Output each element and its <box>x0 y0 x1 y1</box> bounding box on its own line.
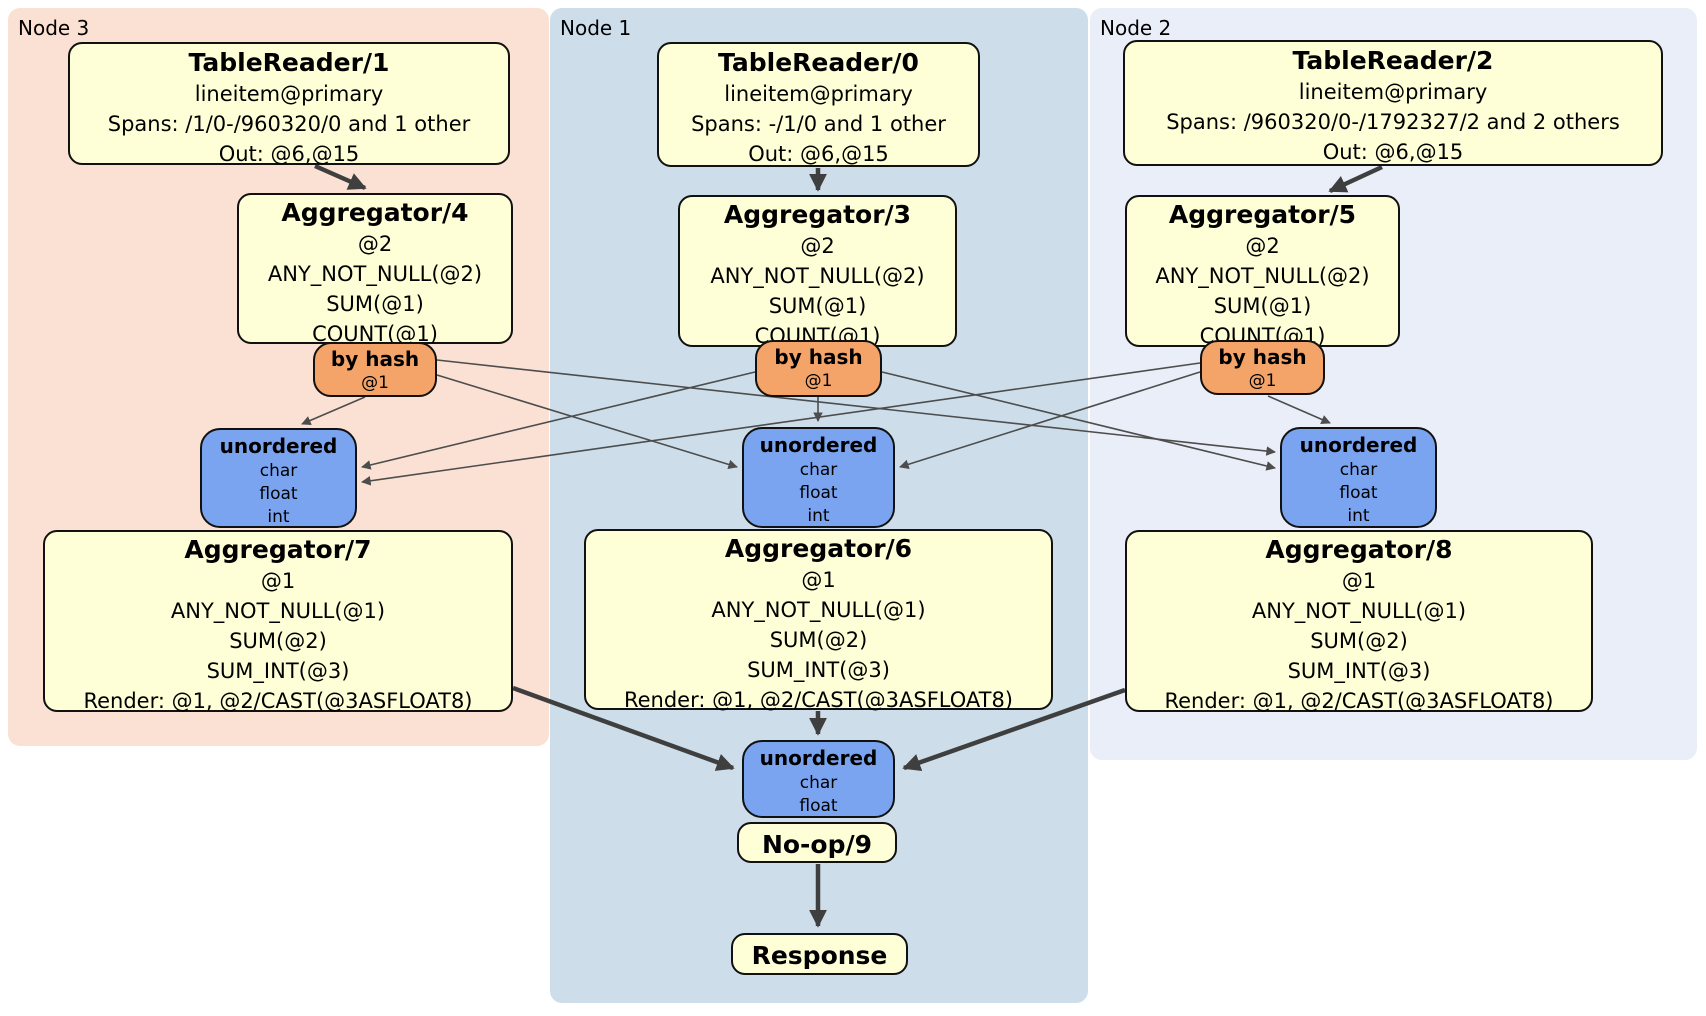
sync-title: unordered <box>219 434 338 458</box>
box-line: SUM_INT(@3) <box>747 658 890 682</box>
box-line: lineitem@primary <box>1298 80 1488 104</box>
sync-line: float <box>799 796 838 816</box>
box-line: lineitem@primary <box>194 82 384 106</box>
box-title: TableReader/1 <box>188 48 390 77</box>
response-node: Response <box>731 933 908 975</box>
sync-line: float <box>1339 483 1378 503</box>
box-line: ANY_NOT_NULL(@1) <box>170 599 386 623</box>
edge-byhash3-unordered3 <box>301 396 366 426</box>
box-line: SUM(@2) <box>229 629 327 653</box>
box-line: Out: @6,@15 <box>218 142 360 166</box>
box-line: Out: @6,@15 <box>1322 140 1464 164</box>
edge-byhash1-unordered2 <box>881 371 1276 471</box>
unordered-sync-final: unordered char float <box>742 740 895 818</box>
edge-byhash2-unordered3 <box>361 362 1201 486</box>
tablereader-1-node: TableReader/1 lineitem@primary Spans: /1… <box>68 42 510 166</box>
box-line: lineitem@primary <box>724 82 913 106</box>
box-line: @1 <box>260 569 296 593</box>
edge-byhash2-unordered1 <box>899 371 1201 469</box>
router-detail: @1 <box>804 371 833 391</box>
box-title: Aggregator/4 <box>281 198 469 227</box>
sync-line: float <box>259 484 298 504</box>
box-title: Response <box>751 941 888 970</box>
node1-label: Node 1 <box>560 16 632 40</box>
box-line: SUM_INT(@3) <box>1287 659 1431 683</box>
box-line: ANY_NOT_NULL(@1) <box>1251 599 1467 623</box>
box-line: ANY_NOT_NULL(@2) <box>267 262 483 286</box>
box-title: Aggregator/7 <box>184 535 372 564</box>
sync-line: int <box>807 506 830 526</box>
edge-byhash3-unordered2 <box>436 359 1276 456</box>
box-title: Aggregator/5 <box>1168 200 1357 229</box>
node3-label: Node 3 <box>18 16 90 40</box>
byhash-router-node2: by hash @1 <box>1200 340 1325 395</box>
sync-line: int <box>267 507 290 527</box>
edge-aggregator8-unordered-final <box>902 687 1126 772</box>
box-line: Spans: -/1/0 and 1 other <box>691 112 946 136</box>
byhash-router-node1: by hash @1 <box>755 340 882 397</box>
edge-tablereader2-aggregator5 <box>1328 164 1383 194</box>
unordered-sync-node1: unordered char float int <box>742 427 895 528</box>
box-line: ANY_NOT_NULL(@2) <box>710 264 925 288</box>
node2-label: Node 2 <box>1100 16 1172 40</box>
box-title: TableReader/2 <box>1292 46 1494 75</box>
edge-byhash2-unordered2 <box>1267 395 1331 424</box>
box-line: Spans: /1/0-/960320/0 and 1 other <box>107 112 471 136</box>
box-line: SUM(@1) <box>768 294 867 318</box>
sync-line: float <box>799 483 838 503</box>
box-line: @1 <box>1341 569 1377 593</box>
box-title: Aggregator/8 <box>1265 535 1453 564</box>
aggregator-7-node: Aggregator/7 @1 ANY_NOT_NULL(@1) SUM(@2)… <box>43 530 513 713</box>
router-title: by hash <box>1218 345 1307 369</box>
box-title: TableReader/0 <box>718 48 919 77</box>
aggregator-6-node: Aggregator/6 @1 ANY_NOT_NULL(@1) SUM(@2)… <box>584 529 1053 712</box>
box-title: No-op/9 <box>761 830 873 859</box>
box-line: Render: @1, @2/CAST(@3ASFLOAT8) <box>1164 689 1554 713</box>
sync-line: char <box>259 461 298 481</box>
byhash-router-node3: by hash @1 <box>313 342 437 397</box>
aggregator-3-node: Aggregator/3 @2 ANY_NOT_NULL(@2) SUM(@1)… <box>678 195 957 348</box>
box-line: @2 <box>357 232 393 256</box>
box-title: Aggregator/6 <box>724 534 913 563</box>
edge-byhash3-unordered1 <box>436 374 738 470</box>
router-detail: @1 <box>361 373 389 393</box>
noop-node: No-op/9 <box>737 822 897 863</box>
aggregator-4-node: Aggregator/4 @2 ANY_NOT_NULL(@2) SUM(@1)… <box>237 193 513 346</box>
unordered-sync-node3: unordered char float int <box>200 428 357 528</box>
box-line: SUM(@2) <box>1310 629 1408 653</box>
box-line: Out: @6,@15 <box>748 142 889 166</box>
box-line: @2 <box>800 234 835 258</box>
sync-line: char <box>1339 460 1378 480</box>
sync-line: int <box>1347 506 1370 526</box>
aggregator-8-node: Aggregator/8 @1 ANY_NOT_NULL(@1) SUM(@2)… <box>1125 530 1593 713</box>
router-title: by hash <box>774 345 863 369</box>
aggregator-5-node: Aggregator/5 @2 ANY_NOT_NULL(@2) SUM(@1)… <box>1125 195 1400 348</box>
sync-title: unordered <box>1299 433 1418 457</box>
box-line: Render: @1, @2/CAST(@3ASFLOAT8) <box>83 689 473 713</box>
box-line: SUM(@1) <box>1213 294 1312 318</box>
sync-line: char <box>799 460 838 480</box>
sync-title: unordered <box>759 746 878 770</box>
box-line: SUM(@1) <box>326 292 424 316</box>
edge-byhash1-unordered3 <box>361 371 756 470</box>
router-detail: @1 <box>1248 371 1277 391</box>
box-line: @2 <box>1245 234 1280 258</box>
edge-aggregator7-unordered-final <box>512 685 735 771</box>
sync-line: char <box>799 773 838 793</box>
tablereader-0-node: TableReader/0 lineitem@primary Spans: -/… <box>657 42 980 167</box>
router-title: by hash <box>330 347 420 371</box>
box-title: Aggregator/3 <box>723 200 912 229</box>
box-line: ANY_NOT_NULL(@1) <box>711 598 926 622</box>
sync-title: unordered <box>759 433 878 457</box>
box-line: ANY_NOT_NULL(@2) <box>1155 264 1370 288</box>
box-line: Spans: /960320/0-/1792327/2 and 2 others <box>1166 110 1620 134</box>
box-line: SUM(@2) <box>769 628 868 652</box>
tablereader-2-node: TableReader/2 lineitem@primary Spans: /9… <box>1123 40 1663 166</box>
box-line: Render: @1, @2/CAST(@3ASFLOAT8) <box>623 688 1014 712</box>
edge-tablereader1-aggregator4 <box>314 163 367 191</box>
box-line: @1 <box>801 568 836 592</box>
unordered-sync-node2: unordered char float int <box>1280 427 1437 528</box>
box-line: SUM_INT(@3) <box>206 659 350 683</box>
